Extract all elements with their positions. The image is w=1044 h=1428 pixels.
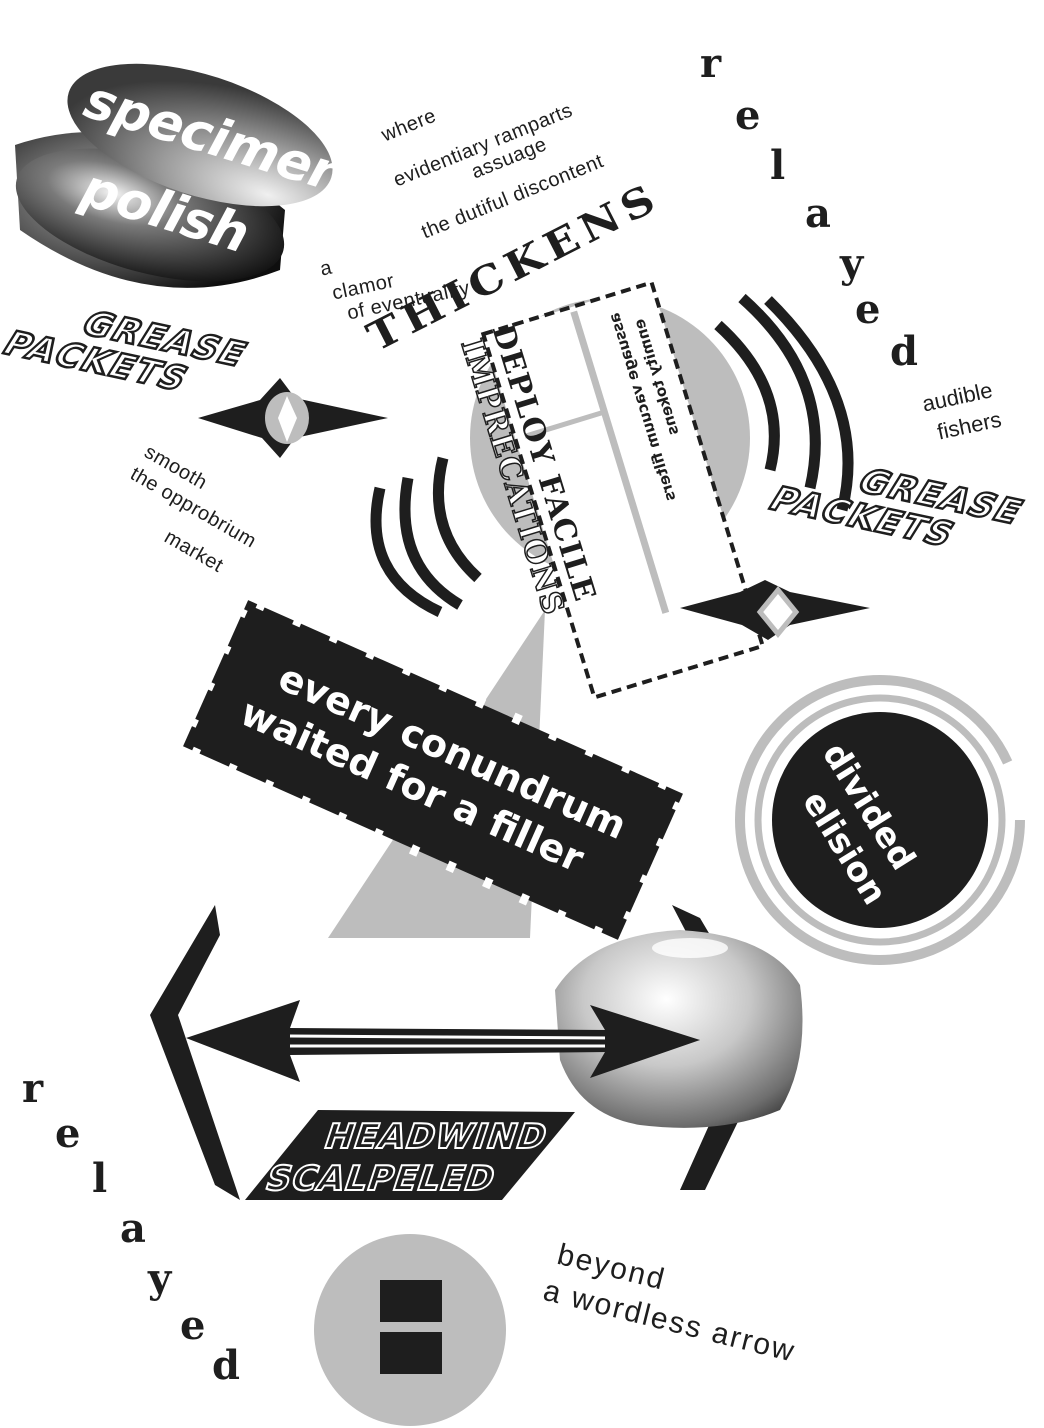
headwind-panel	[245, 1110, 575, 1200]
divided-circle	[735, 675, 1025, 965]
relayed-bottom-letter: d	[212, 1342, 240, 1389]
conundrum-banner	[183, 598, 685, 940]
eye-star-right	[680, 580, 870, 640]
grease-packets-left: GREASE PACKETS	[0, 303, 257, 400]
scalpeled-word: SCALPELED	[261, 1160, 501, 1199]
double-arrow	[186, 1000, 700, 1082]
headwind-text: HEADWIND SCALPELED	[260, 1117, 554, 1200]
lens-shape-gray	[67, 63, 333, 207]
eye-star-left	[198, 378, 388, 458]
relayed-top-letter: y	[840, 240, 864, 287]
headwind-word: HEADWIND	[319, 1118, 553, 1157]
relayed-bottom-letter: a	[120, 1205, 146, 1252]
sound-arcs-lower	[370, 456, 482, 617]
relayed-bottom-letter: y	[148, 1255, 172, 1302]
equals-circle	[314, 1234, 506, 1426]
relayed-top-letter: a	[805, 190, 831, 237]
relayed-top-letter: d	[890, 328, 918, 375]
bead-shape	[555, 930, 803, 1128]
deploy-box	[480, 280, 766, 700]
relayed-top-letter: e	[855, 286, 881, 333]
relayed-top-letter: r	[700, 40, 722, 87]
sound-arcs-upper	[714, 293, 854, 512]
relayed-bottom-letter: r	[22, 1065, 44, 1112]
relayed-bottom-letter: e	[180, 1302, 206, 1349]
relayed-top-letter: e	[735, 92, 761, 139]
chevron-left	[150, 905, 240, 1200]
relayed-bottom-letter: l	[92, 1155, 108, 1202]
relayed-top-letter: l	[770, 142, 786, 189]
grease-packets-right: GREASE PACKETS	[760, 461, 1033, 556]
relayed-bottom-letter: e	[55, 1110, 81, 1157]
